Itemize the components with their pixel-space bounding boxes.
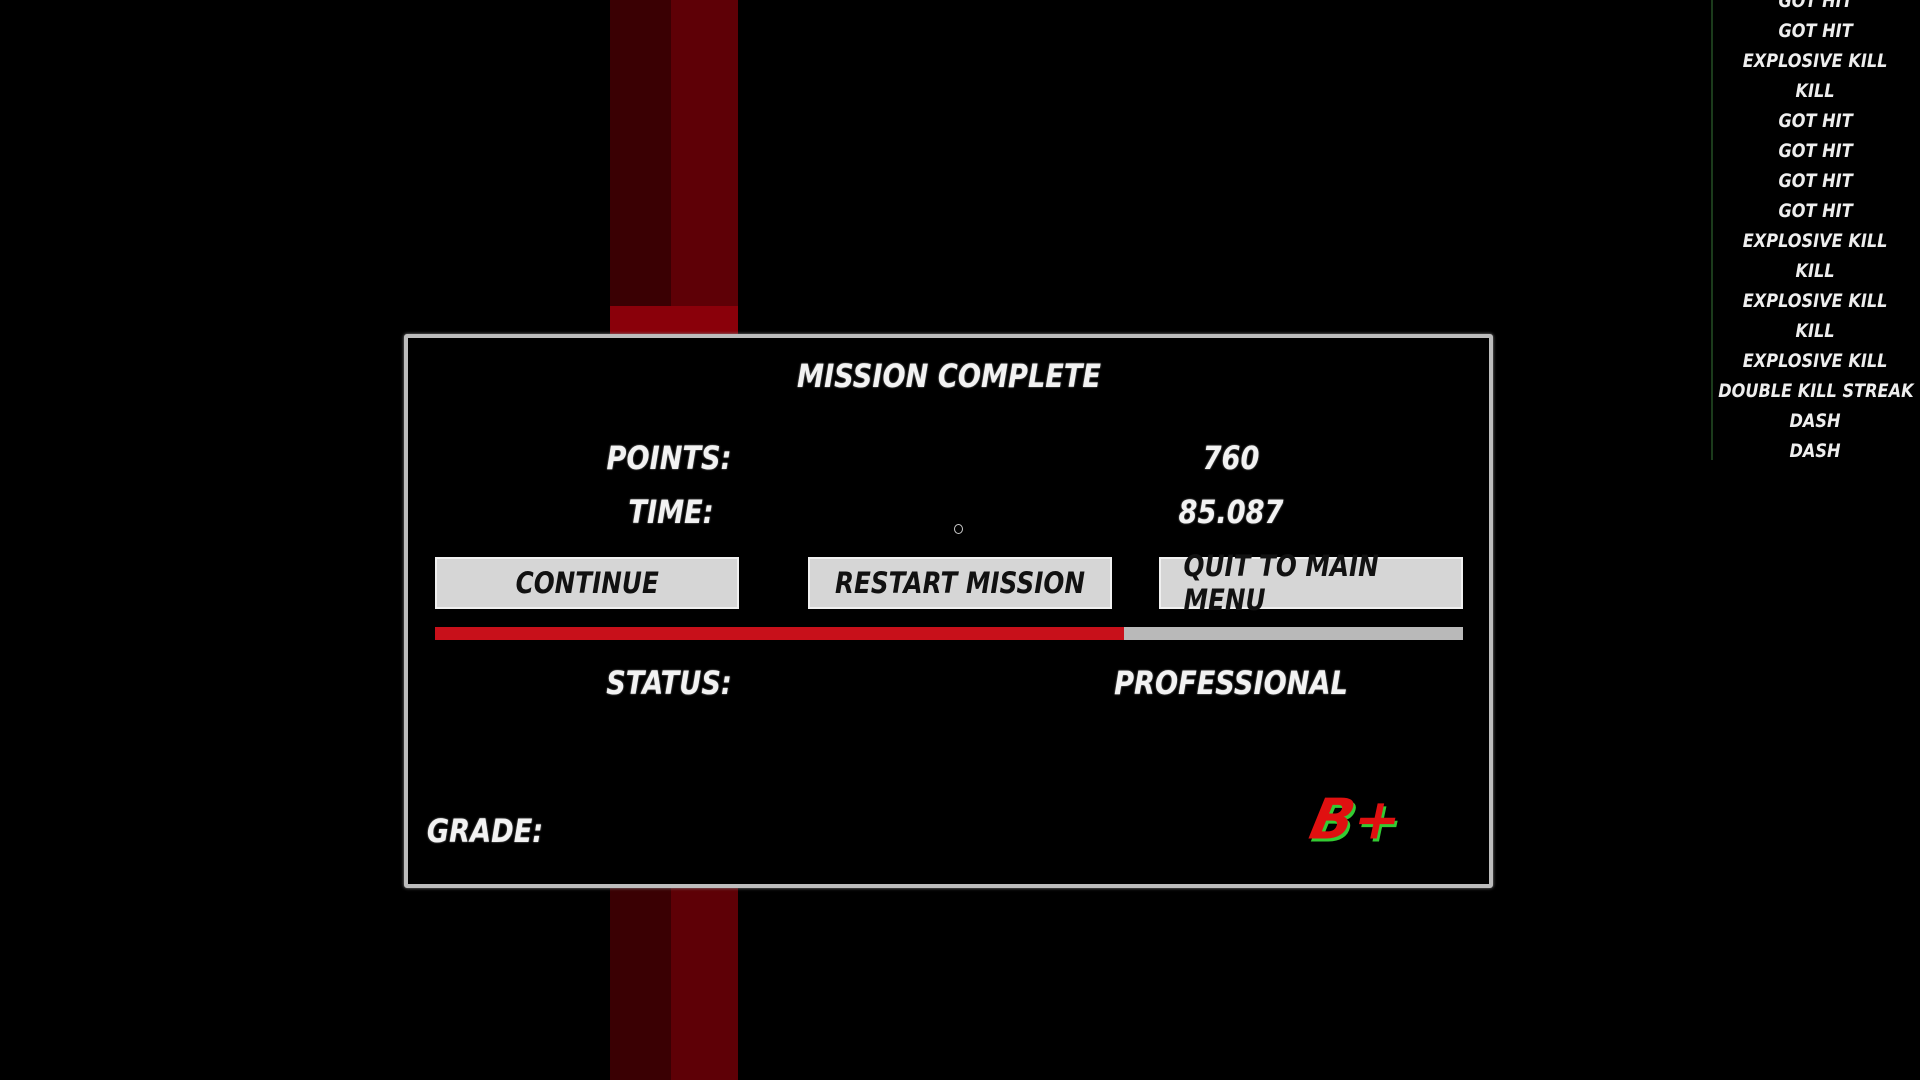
event-log-text: GOT HIT <box>1778 200 1853 222</box>
event-log-text: GOT HIT <box>1778 140 1853 162</box>
status-label: STATUS: <box>606 664 732 702</box>
event-log-text: GOT HIT <box>1778 0 1853 12</box>
event-log-text: KILL <box>1795 320 1836 342</box>
status-value: PROFESSIONAL <box>1114 664 1348 702</box>
event-log-text: EXPLOSIVE KILL <box>1743 50 1888 72</box>
event-log-text: DOUBLE KILL STREAK <box>1717 380 1914 402</box>
grade-label: GRADE: <box>426 812 544 850</box>
continue-label: CONTINUE <box>515 566 659 600</box>
mission-complete-dialog <box>404 334 1493 888</box>
event-log-item: GOT HIT <box>1713 136 1918 166</box>
points-label: POINTS: <box>606 439 732 477</box>
cursor-icon <box>954 524 963 534</box>
event-log-text: EXPLOSIVE KILL <box>1743 350 1888 372</box>
quit-label: QUIT TO MAIN MENU <box>1183 549 1379 617</box>
restart-label: RESTART MISSION <box>835 566 1085 600</box>
event-log-item: EXPLOSIVE KILL <box>1713 346 1918 376</box>
event-log-item: GOT HIT <box>1713 196 1918 226</box>
event-log-item: GOT HIT <box>1713 106 1918 136</box>
event-log-item: EXPLOSIVE KILL <box>1713 286 1918 316</box>
event-log-item: KILL <box>1713 256 1918 286</box>
dialog-title: MISSION COMPLETE <box>796 357 1102 395</box>
event-log-item: DOUBLE KILL STREAK <box>1713 376 1918 406</box>
continue-button[interactable]: CONTINUE <box>435 557 739 609</box>
grade-value: B+ <box>1304 787 1408 853</box>
restart-mission-button[interactable]: RESTART MISSION <box>808 557 1112 609</box>
event-log-text: KILL <box>1795 260 1836 282</box>
event-log-item: DASH <box>1713 406 1918 436</box>
event-log-item: KILL <box>1713 76 1918 106</box>
event-log-item: DASH <box>1713 436 1918 466</box>
quit-to-main-menu-button[interactable]: QUIT TO MAIN MENU <box>1159 549 1463 617</box>
event-log-text: GOT HIT <box>1778 110 1853 132</box>
event-log-item: GOT HIT <box>1713 0 1918 16</box>
status-progress-fill <box>435 627 1124 640</box>
event-log-text: EXPLOSIVE KILL <box>1743 230 1888 252</box>
time-label: TIME: <box>628 493 714 531</box>
event-log-item: EXPLOSIVE KILL <box>1713 46 1918 76</box>
event-log-text: GOT HIT <box>1778 20 1853 42</box>
background-red-pillar-glow <box>610 306 738 334</box>
event-log-text: KILL <box>1795 80 1836 102</box>
event-log-text: DASH <box>1789 410 1842 432</box>
event-log: GOT HIT GOT HIT EXPLOSIVE KILL KILL GOT HIT G… <box>1711 0 1918 462</box>
event-log-text: EXPLOSIVE KILL <box>1743 290 1888 312</box>
event-log-item: GOT HIT <box>1713 16 1918 46</box>
event-log-text: DASH <box>1789 440 1842 462</box>
event-log-text: GOT HIT <box>1778 170 1853 192</box>
event-log-item: EXPLOSIVE KILL <box>1713 226 1918 256</box>
status-progress-bar <box>435 627 1463 640</box>
points-value: 760 <box>1202 439 1260 477</box>
time-value: 85.087 <box>1178 493 1284 531</box>
event-log-item: KILL <box>1713 316 1918 346</box>
event-log-item: GOT HIT <box>1713 166 1918 196</box>
